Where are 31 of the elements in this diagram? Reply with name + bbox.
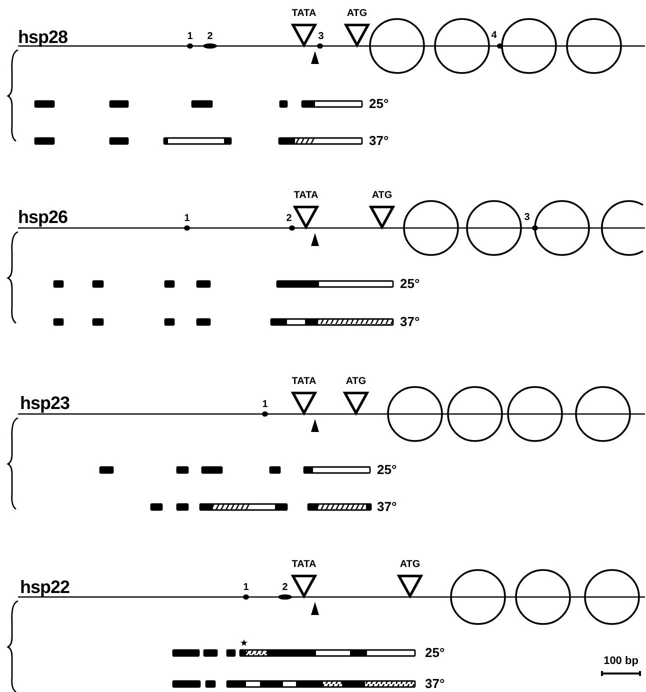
site-number: 3: [318, 32, 324, 42]
gene-name: hsp23: [20, 394, 70, 412]
temperature-label: 37°: [369, 134, 389, 147]
temperature-label: 25°: [369, 97, 389, 110]
site-number: 2: [207, 32, 213, 42]
temperature-label: 37°: [400, 315, 420, 328]
gene-name: hsp22: [20, 578, 70, 596]
tata-label: TATA: [292, 377, 316, 387]
tata-label: TATA: [292, 9, 316, 19]
atg-label: ATG: [346, 377, 366, 387]
tata-label: TATA: [294, 191, 318, 201]
site-number: 1: [262, 400, 268, 410]
site-number: 2: [286, 214, 292, 224]
atg-label: ATG: [372, 191, 392, 201]
site-number: 1: [184, 214, 190, 224]
temperature-label: 25°: [425, 646, 445, 659]
scale-label: 100 bp: [604, 656, 638, 667]
atg-label: ATG: [400, 560, 420, 570]
temperature-label: 37°: [377, 500, 397, 513]
temperature-label: 37°: [425, 677, 445, 690]
atg-label: ATG: [346, 9, 368, 19]
temperature-label: 25°: [377, 463, 397, 476]
site-number: 1: [187, 32, 193, 42]
gene-name: hsp26: [18, 208, 68, 226]
site-number: 4: [491, 31, 497, 41]
tata-label: TATA: [292, 560, 316, 570]
site-number: 2: [282, 583, 288, 593]
gene-name: hsp28: [18, 28, 68, 46]
site-number: 1: [243, 583, 249, 593]
site-number: 3: [524, 213, 530, 223]
temperature-label: 25°: [400, 277, 420, 290]
